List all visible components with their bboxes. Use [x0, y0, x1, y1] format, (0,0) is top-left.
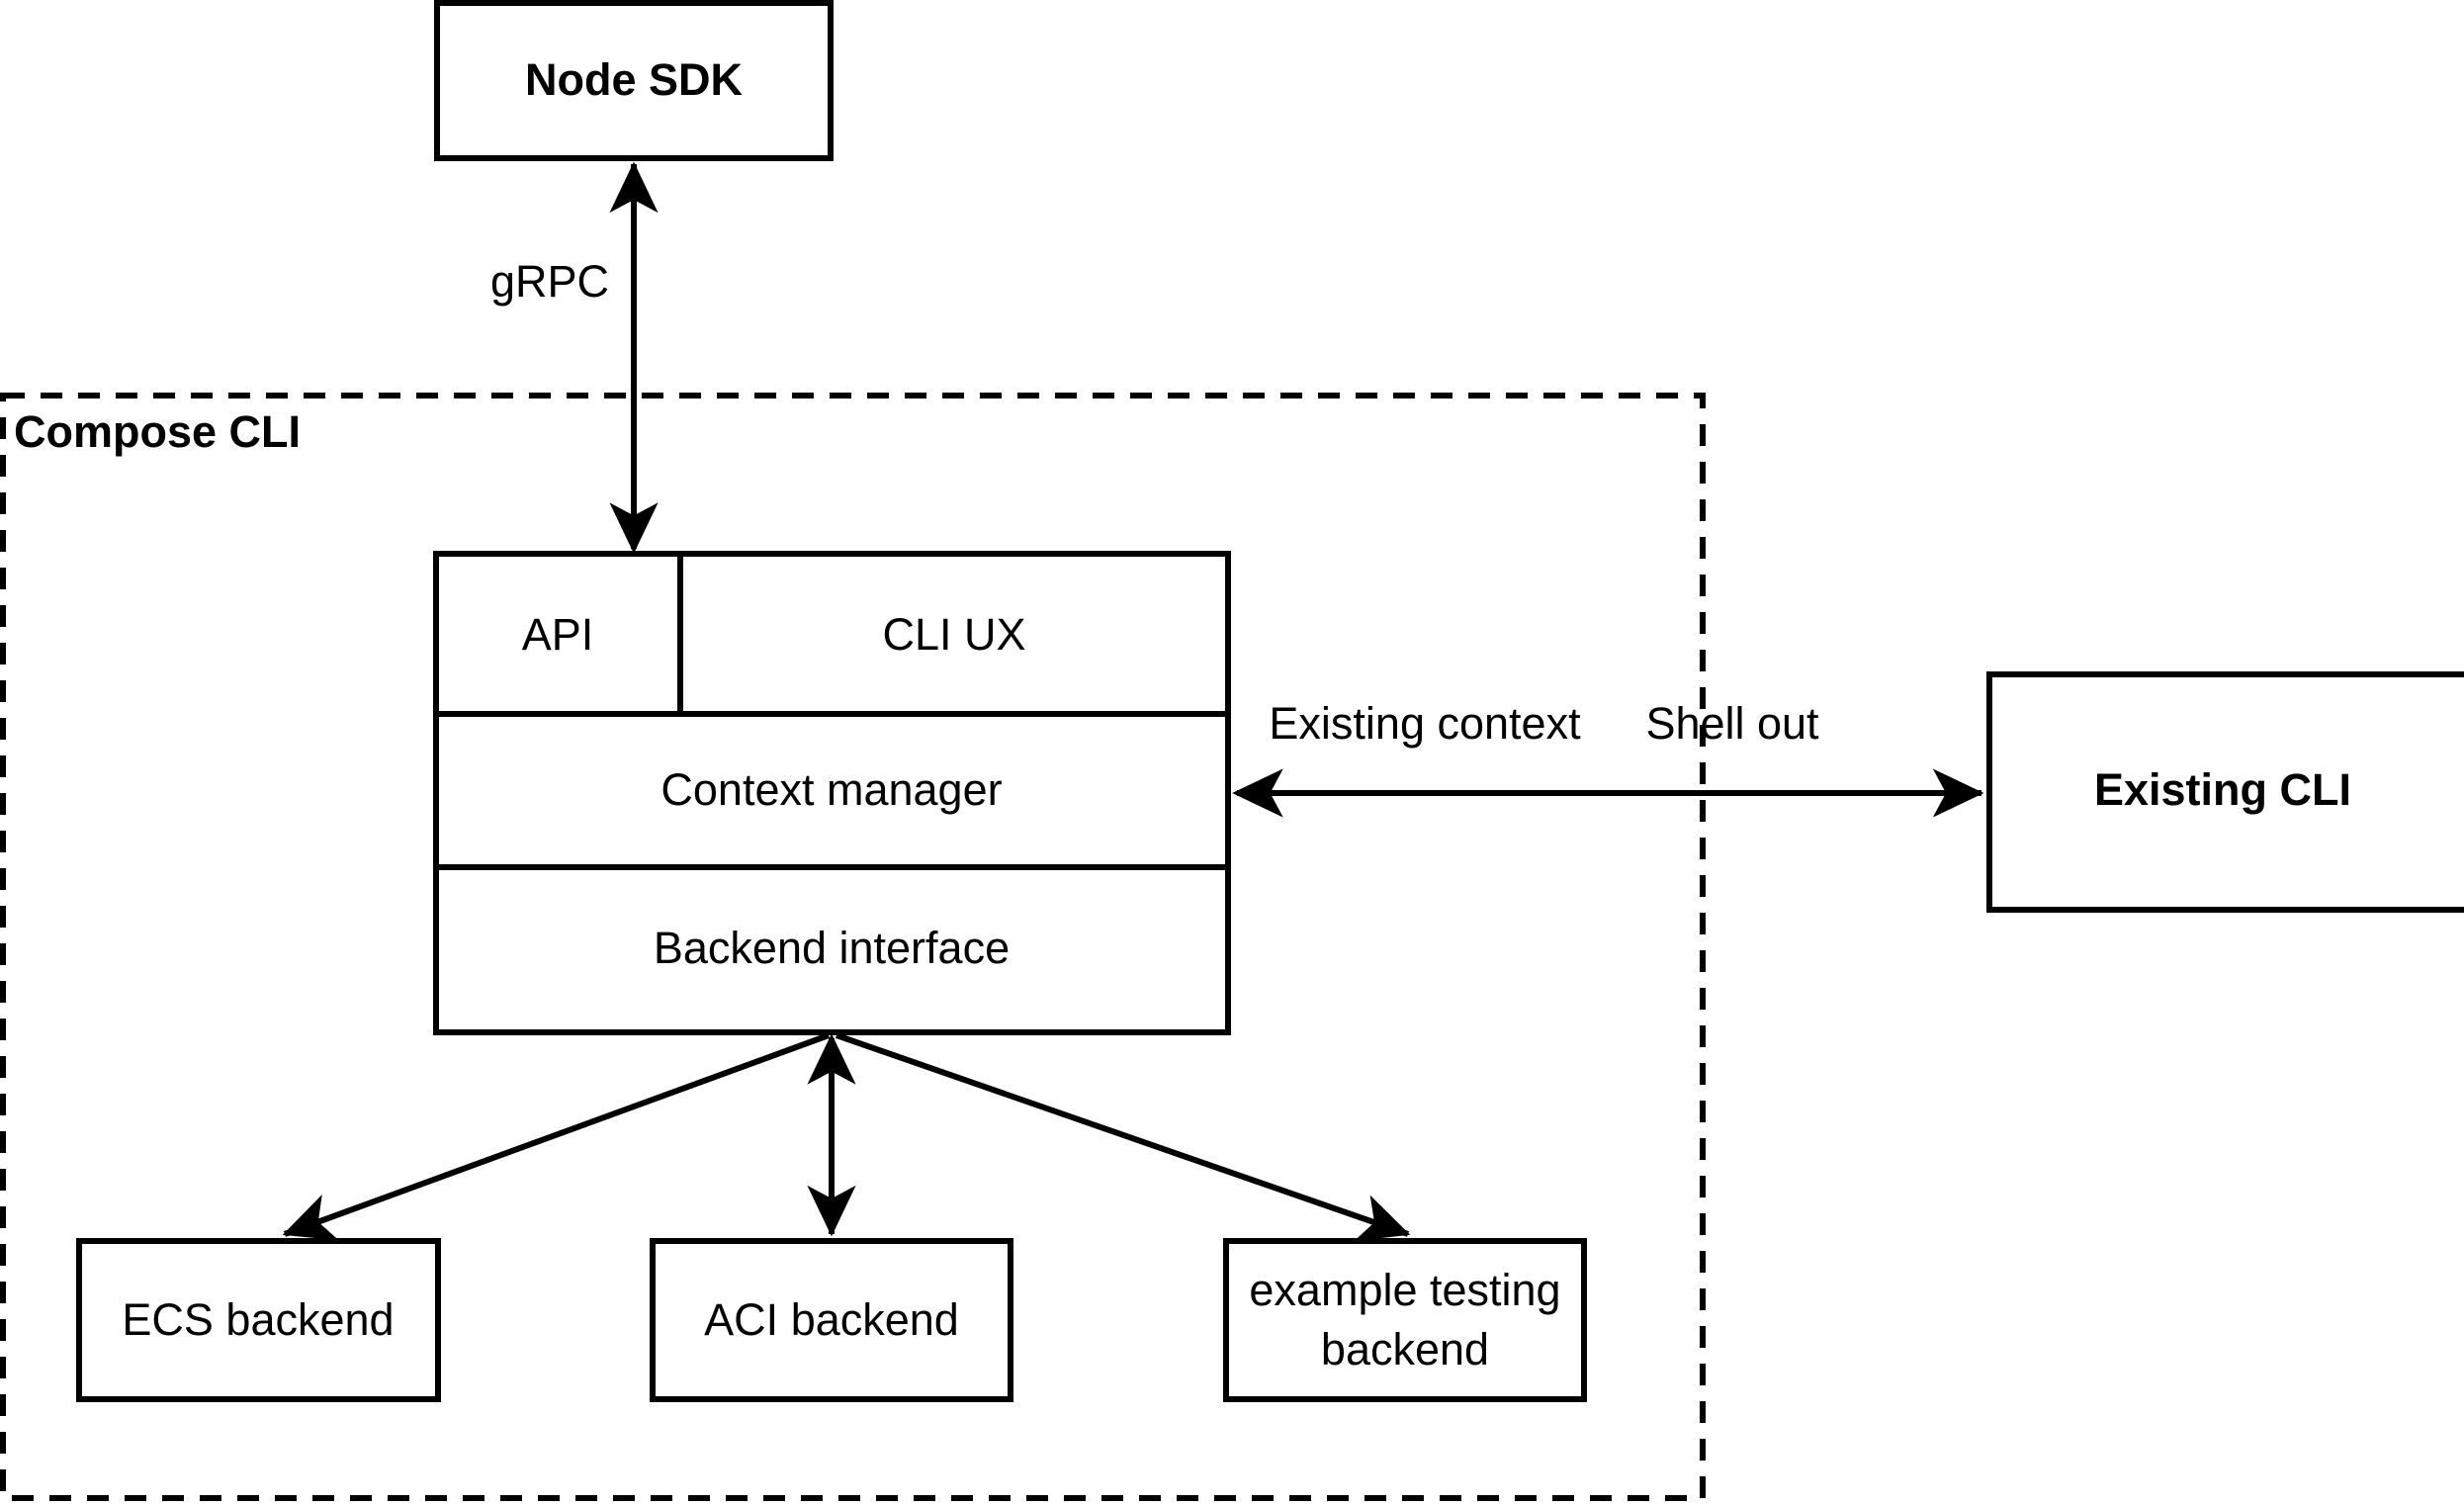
edge-label-existing-context: Existing context: [1269, 698, 1581, 749]
node-ecs-backend[interactable]: ECS backend: [76, 1238, 441, 1402]
edge-backend-to-example-testing: [836, 1032, 1411, 1242]
edge-context-shell: Existing context Shell out: [1232, 698, 1984, 818]
edge-grpc-label: gRPC: [490, 256, 609, 307]
node-aci-backend-label: ACI backend: [704, 1294, 959, 1345]
edge-backend-to-example-testing-line: [836, 1032, 1411, 1242]
node-context-manager[interactable]: Context manager: [660, 764, 1002, 815]
node-example-testing-backend-rect[interactable]: [1223, 1238, 1587, 1402]
node-node-sdk-rect[interactable]: [434, 0, 834, 161]
group-compose-cli-label: Compose CLI: [14, 406, 301, 457]
node-context-manager-label: Context manager: [660, 764, 1002, 815]
edge-backend-to-ecs: [282, 1032, 831, 1241]
node-aci-backend-rect[interactable]: [650, 1238, 1013, 1402]
edge-label-shell-out: Shell out: [1645, 698, 1819, 749]
node-compose-core: API CLI UX Context manager Backend inter…: [433, 551, 1231, 1035]
node-existing-cli[interactable]: Existing CLI: [1986, 671, 2464, 913]
edge-backend-to-ecs-line: [282, 1032, 831, 1241]
group-compose-cli: Compose CLI: [0, 393, 1706, 1501]
node-compose-core-rect: [433, 551, 1231, 1035]
node-node-sdk[interactable]: Node SDK: [434, 0, 834, 161]
edge-grpc: gRPC: [490, 161, 659, 554]
node-cli-ux[interactable]: CLI UX: [882, 609, 1025, 660]
node-existing-cli-label: Existing CLI: [2094, 764, 2351, 815]
node-example-testing-backend-label-line2: backend: [1321, 1324, 1489, 1374]
node-existing-cli-rect[interactable]: [1986, 671, 2464, 913]
node-example-testing-backend[interactable]: example testing backend: [1223, 1238, 1587, 1402]
node-node-sdk-label: Node SDK: [525, 54, 744, 105]
node-cli-ux-label: CLI UX: [882, 609, 1025, 660]
node-example-testing-backend-label-line1: example testing: [1249, 1265, 1560, 1315]
node-api[interactable]: API: [522, 609, 594, 660]
node-backend-interface[interactable]: Backend interface: [654, 923, 1010, 973]
group-compose-cli-border: [0, 393, 1706, 1501]
node-aci-backend[interactable]: ACI backend: [650, 1238, 1013, 1402]
node-backend-interface-label: Backend interface: [654, 923, 1010, 973]
node-api-label: API: [522, 609, 594, 660]
node-ecs-backend-label: ECS backend: [122, 1294, 394, 1345]
node-ecs-backend-rect[interactable]: [76, 1238, 441, 1402]
